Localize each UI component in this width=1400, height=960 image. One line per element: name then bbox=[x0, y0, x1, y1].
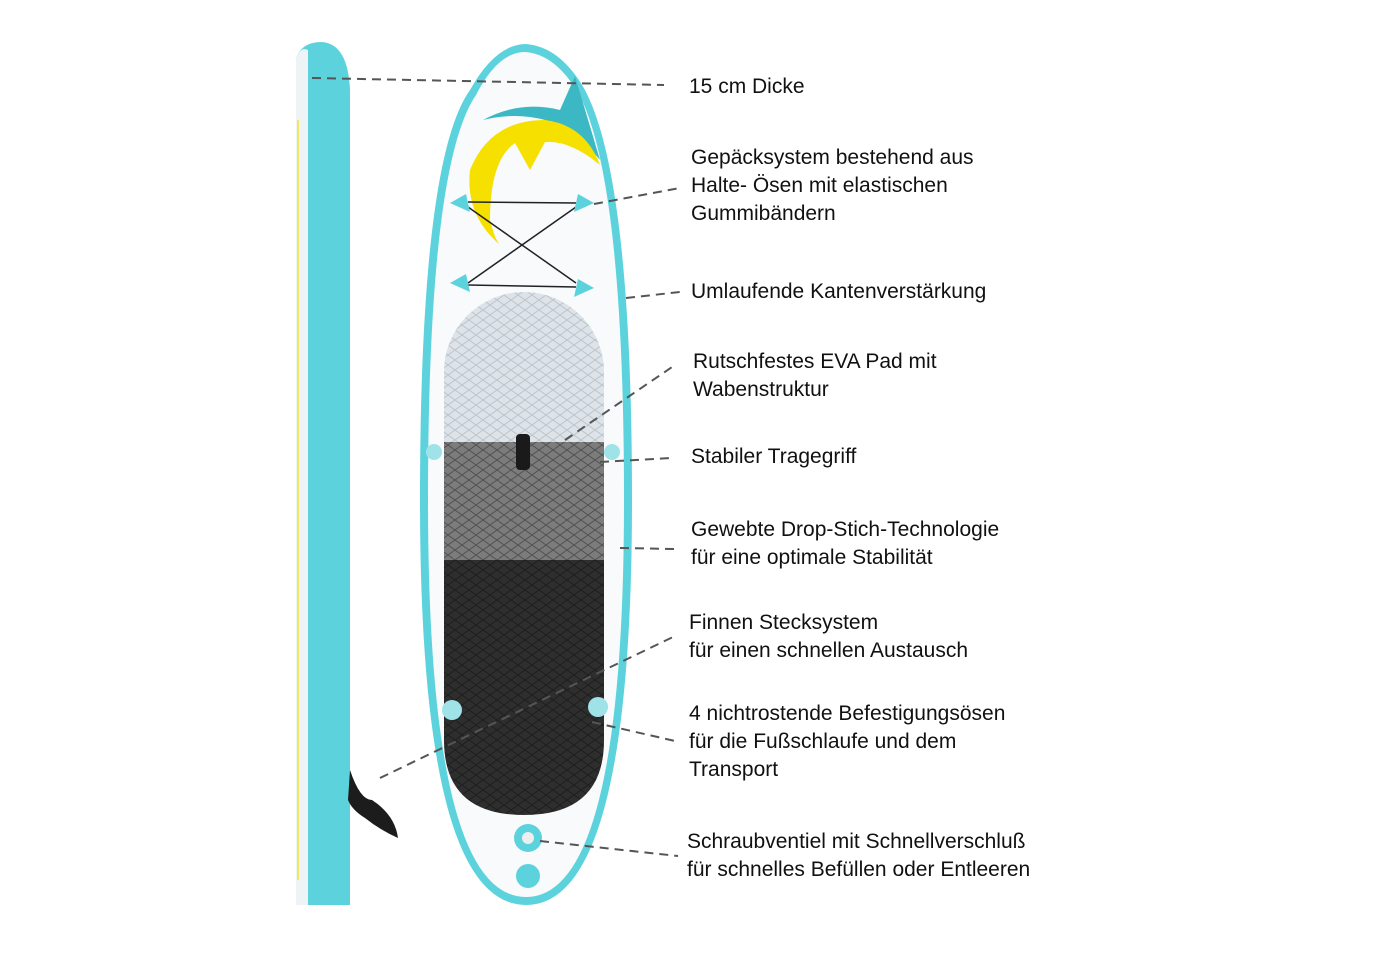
label-line: Stabiler Tragegriff bbox=[691, 445, 857, 468]
label-line: 4 nichtrostende Befestigungsösen bbox=[689, 702, 1006, 725]
label-line: Umlaufende Kantenverstärkung bbox=[691, 280, 987, 303]
label-line: Schraubventiel mit Schnellverschluß bbox=[687, 830, 1026, 853]
label-rings: 4 nichtrostende Befestigungsösen für die… bbox=[689, 700, 1005, 784]
label-line: 15 cm Dicke bbox=[689, 75, 805, 98]
d-ring-icon bbox=[426, 444, 442, 460]
logo-teal-icon bbox=[483, 76, 600, 160]
label-line: Gummibändern bbox=[691, 202, 836, 225]
label-valve: Schraubventiel mit Schnellverschluß für … bbox=[687, 828, 1030, 884]
d-ring-icon bbox=[604, 444, 620, 460]
logo-yellow-icon bbox=[469, 120, 600, 245]
bungee-cords bbox=[450, 194, 594, 297]
d-ring-icon bbox=[442, 700, 462, 720]
leader-lines bbox=[311, 77, 681, 857]
fin-icon bbox=[348, 770, 398, 838]
label-line: Gewebte Drop-Stich-Technologie bbox=[691, 518, 1000, 541]
d-ring-icon bbox=[516, 864, 540, 888]
label-thickness: 15 cm Dicke bbox=[689, 73, 805, 101]
label-line: für einen schnellen Austausch bbox=[689, 639, 969, 662]
d-ring-icon bbox=[588, 697, 608, 717]
eva-pad bbox=[444, 292, 604, 815]
label-line: Rutschfestes EVA Pad mit bbox=[693, 350, 937, 373]
label-line: Wabenstruktur bbox=[693, 378, 829, 401]
board-side-view bbox=[296, 42, 398, 906]
label-line: Finnen Stecksystem bbox=[689, 611, 879, 634]
label-line: für eine optimale Stabilität bbox=[691, 546, 933, 569]
label-dropstitch: Gewebte Drop-Stich-Technologie für eine … bbox=[691, 516, 999, 572]
label-edge: Umlaufende Kantenverstärkung bbox=[691, 278, 986, 306]
label-line: Gepäcksystem bestehend aus bbox=[691, 146, 974, 169]
label-line: Transport bbox=[689, 758, 779, 781]
label-line: Halte- Ösen mit elastischen bbox=[691, 174, 948, 197]
handle-icon bbox=[516, 434, 530, 470]
label-fin: Finnen Stecksystem für einen schnellen A… bbox=[689, 609, 968, 665]
label-luggage-system: Gepäcksystem bestehend aus Halte- Ösen m… bbox=[691, 144, 974, 228]
label-line: für schnelles Befüllen oder Entleeren bbox=[687, 858, 1031, 881]
board-top-view bbox=[420, 44, 632, 905]
label-line: für die Fußschlaufe und dem bbox=[689, 730, 957, 753]
label-handle: Stabiler Tragegriff bbox=[691, 443, 856, 471]
label-eva-pad: Rutschfestes EVA Pad mit Wabenstruktur bbox=[693, 348, 937, 404]
